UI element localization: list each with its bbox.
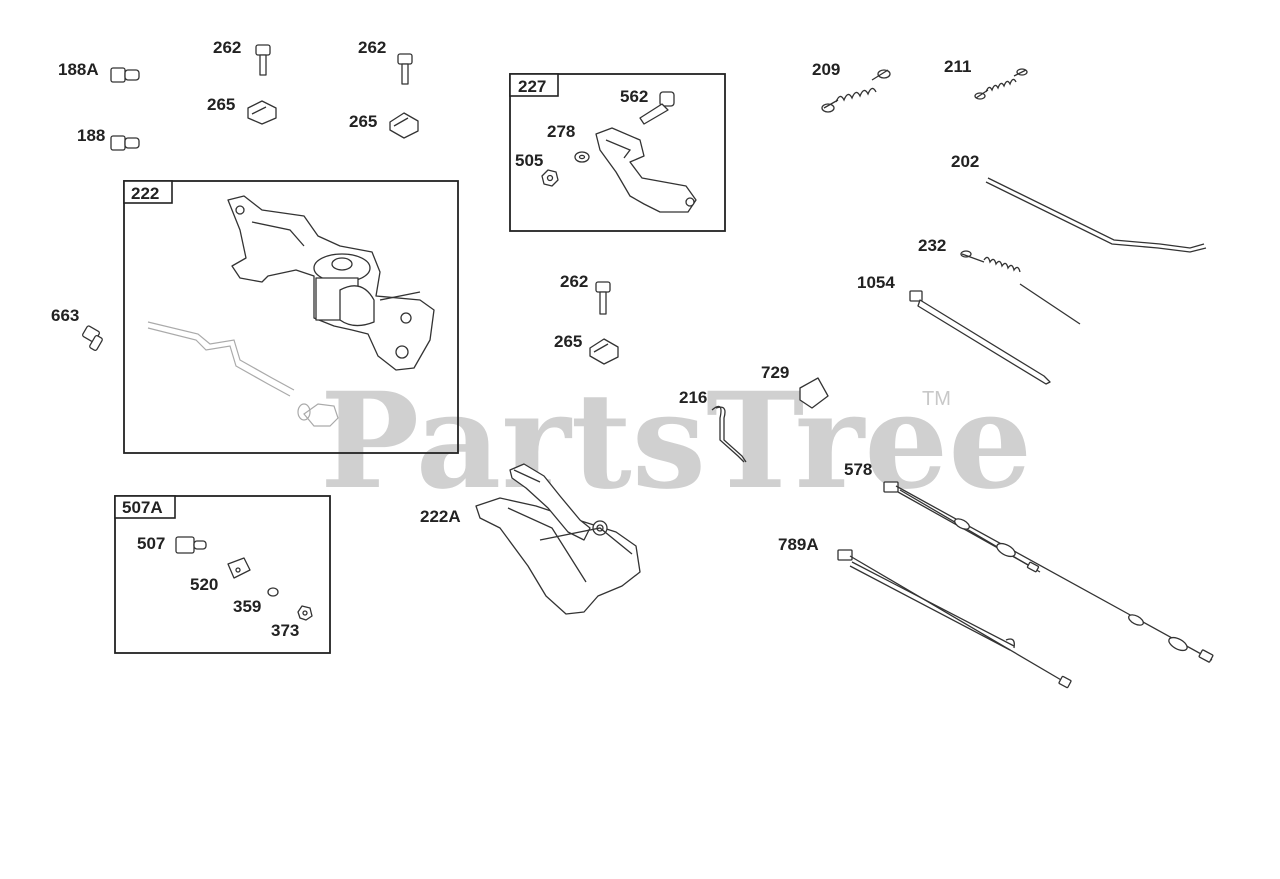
part-262-screw-c[interactable]: [595, 281, 611, 315]
part-262-screw-b[interactable]: [397, 53, 413, 85]
part-359-washer[interactable]: [267, 587, 279, 597]
watermark-text: PartsTree: [320, 364, 1032, 519]
box-222-label: 222: [131, 184, 159, 203]
part-222-control-bracket[interactable]: [227, 195, 435, 371]
part-278-washer[interactable]: [574, 151, 590, 163]
label-1054: 1054: [857, 273, 895, 292]
part-789A-cable[interactable]: [837, 549, 1072, 689]
part-232-spring[interactable]: [960, 250, 1081, 325]
label-507: 507: [137, 534, 165, 553]
label-265-c: 265: [554, 332, 582, 351]
part-262-screw-a[interactable]: [255, 44, 271, 76]
box-507A-label: 507A: [122, 498, 163, 517]
part-265-clip-a[interactable]: [247, 100, 277, 125]
part-216-link[interactable]: [711, 405, 747, 463]
label-216: 216: [679, 388, 707, 407]
part-562-pin[interactable]: [639, 91, 675, 125]
label-188A: 188A: [58, 60, 99, 79]
label-262-a: 262: [213, 38, 241, 57]
box-227-label: 227: [518, 77, 546, 96]
box-227: [509, 73, 726, 232]
part-265-clip-b[interactable]: [389, 112, 419, 139]
part-729-clip[interactable]: [799, 377, 829, 409]
part-222A-throttle-control[interactable]: [475, 463, 641, 615]
label-222A: 222A: [420, 507, 461, 526]
part-265-clip-c[interactable]: [589, 338, 619, 365]
part-188A-bolt[interactable]: [110, 67, 140, 83]
label-789A: 789A: [778, 535, 819, 554]
part-188-bolt[interactable]: [110, 135, 140, 151]
box-227-tab: [509, 73, 559, 97]
label-729: 729: [761, 363, 789, 382]
box-222-tab: [123, 180, 173, 204]
box-507A: [114, 495, 331, 654]
label-505: 505: [515, 151, 543, 170]
label-278: 278: [547, 122, 575, 141]
box-507A-tab: [114, 495, 176, 519]
part-1054-cable-tie[interactable]: [909, 290, 1051, 385]
part-520-bracket[interactable]: [227, 557, 251, 579]
label-373: 373: [271, 621, 299, 640]
label-265-b: 265: [349, 112, 377, 131]
part-222-ghost-rod: [147, 321, 339, 427]
part-507-switch[interactable]: [175, 536, 207, 554]
label-232: 232: [918, 236, 946, 255]
label-211: 211: [944, 57, 971, 76]
part-663-bolt[interactable]: [82, 325, 103, 351]
label-209: 209: [812, 60, 840, 79]
label-188: 188: [77, 126, 105, 145]
label-265-a: 265: [207, 95, 235, 114]
label-262-c: 262: [560, 272, 588, 291]
box-222: [123, 180, 459, 454]
label-520: 520: [190, 575, 218, 594]
label-663: 663: [51, 306, 79, 325]
part-505-nut[interactable]: [541, 169, 559, 187]
part-209-spring[interactable]: [821, 69, 891, 113]
part-202-rod[interactable]: [985, 177, 1207, 253]
label-562: 562: [620, 87, 648, 106]
label-359: 359: [233, 597, 261, 616]
part-578-cable[interactable]: [883, 481, 1214, 663]
label-202: 202: [951, 152, 979, 171]
part-211-spring[interactable]: [974, 68, 1028, 100]
part-373-nut[interactable]: [297, 605, 313, 621]
watermark-trademark: TM: [922, 388, 951, 410]
label-578: 578: [844, 460, 872, 479]
part-227-bracket[interactable]: [595, 127, 697, 213]
label-262-b: 262: [358, 38, 386, 57]
